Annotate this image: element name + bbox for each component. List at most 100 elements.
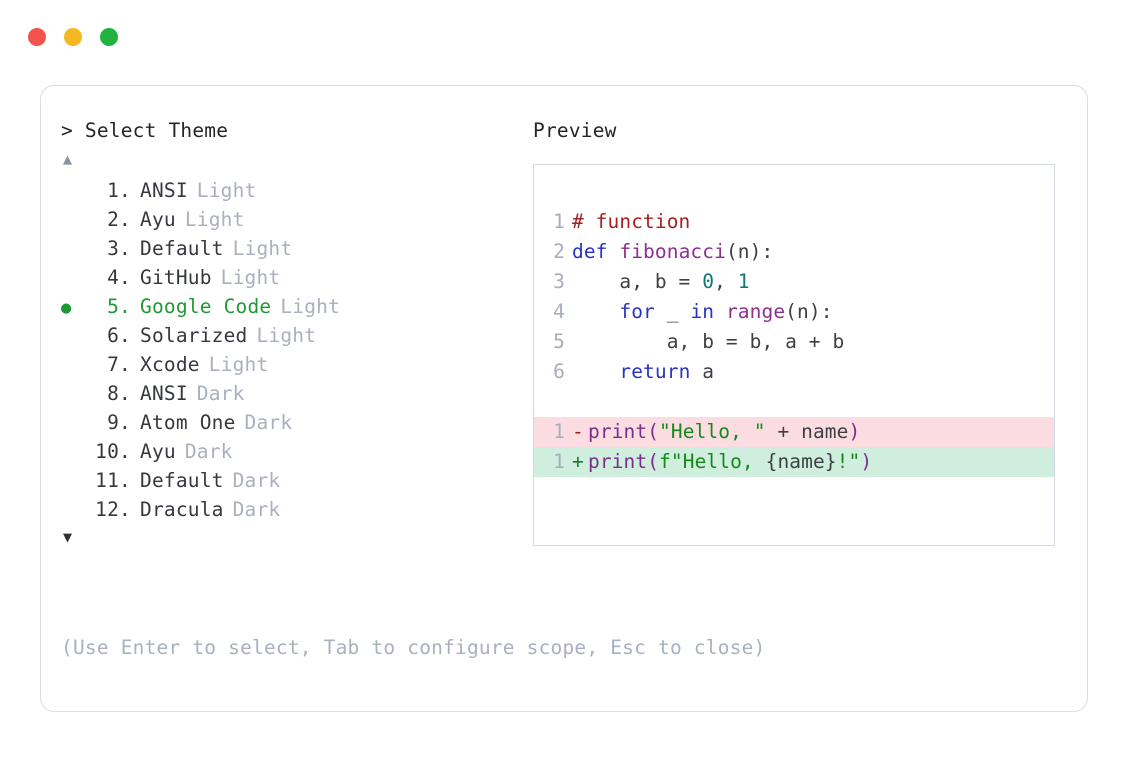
- maximize-button[interactable]: [100, 28, 118, 46]
- theme-item-name: ANSI: [140, 179, 188, 202]
- theme-item-variant: Dark: [232, 498, 281, 521]
- diff-plus-sign: +: [572, 450, 584, 473]
- theme-list-item[interactable]: 9. Atom One Dark: [61, 408, 531, 437]
- minimize-button[interactable]: [64, 28, 82, 46]
- line-number: 1: [553, 210, 565, 233]
- theme-list-item[interactable]: 7. Xcode Light: [61, 350, 531, 379]
- code-token: (: [647, 450, 660, 473]
- theme-item-variant: Dark: [244, 411, 293, 434]
- code-content: def fibonacci(n):: [572, 237, 773, 267]
- code-line: 4 for _ in range(n):: [534, 297, 1054, 327]
- code-spacer: [534, 387, 1054, 417]
- code-content: print(f"Hello, {name}!"): [588, 447, 872, 477]
- code-token: for: [619, 300, 655, 323]
- code-content: return a: [572, 357, 714, 387]
- theme-item-variant: Light: [256, 324, 317, 347]
- code-token: return: [619, 360, 691, 383]
- theme-item-number: 6.: [107, 324, 131, 347]
- code-token: in: [690, 300, 715, 323]
- code-token: [714, 300, 726, 323]
- theme-item-name: Xcode: [140, 353, 200, 376]
- theme-item-number: 3.: [107, 237, 131, 260]
- line-number: 6: [553, 360, 565, 383]
- theme-item-name: Solarized: [140, 324, 248, 347]
- theme-item-number: 7.: [107, 353, 131, 376]
- code-token: fibonacci: [619, 240, 726, 263]
- theme-item-number: 9.: [107, 411, 131, 434]
- line-number: 5: [553, 330, 565, 353]
- code-token: 1: [737, 270, 750, 293]
- code-line: 1 # function: [534, 207, 1054, 237]
- code-token: (: [647, 420, 660, 443]
- scroll-down-icon[interactable]: ▼: [63, 528, 73, 546]
- theme-item-variant: Light: [196, 179, 257, 202]
- theme-item-name: ANSI: [140, 382, 188, 405]
- theme-item-variant: Light: [220, 266, 281, 289]
- theme-list-item[interactable]: 4. GitHub Light: [61, 263, 531, 292]
- theme-item-number: 8.: [107, 382, 131, 405]
- code-token: 0: [702, 270, 715, 293]
- diff-removed-line: 1-print("Hello, " + name): [534, 417, 1054, 447]
- close-button[interactable]: [28, 28, 46, 46]
- theme-list-item[interactable]: ● 5. Google Code Light: [61, 292, 531, 321]
- code-token: ): [848, 420, 861, 443]
- code-token: {name}: [765, 450, 837, 473]
- prompt-line: > Select Theme: [61, 116, 531, 146]
- theme-list-item[interactable]: 1. ANSI Light: [61, 176, 531, 205]
- line-number: 4: [553, 300, 565, 323]
- code-token: f"Hello,: [659, 450, 766, 473]
- theme-item-number: 4.: [107, 266, 131, 289]
- code-token: [572, 360, 619, 383]
- theme-item-number: 1.: [107, 179, 131, 202]
- code-content: for _ in range(n):: [572, 297, 833, 327]
- theme-item-name: Google Code: [140, 295, 272, 318]
- code-token: range: [725, 300, 786, 323]
- line-number: 3: [553, 270, 565, 293]
- theme-item-variant: Light: [280, 295, 341, 318]
- code-token: a: [690, 360, 715, 383]
- line-number: 1: [553, 450, 565, 473]
- code-token: [572, 300, 619, 323]
- selected-bullet-icon: ●: [61, 298, 72, 318]
- theme-item-variant: Light: [208, 353, 269, 376]
- code-token: print: [588, 450, 648, 473]
- code-token: ): [860, 450, 873, 473]
- theme-item-variant: Dark: [184, 440, 233, 463]
- page-title: Select Theme: [84, 119, 229, 142]
- theme-item-name: Ayu: [140, 440, 176, 463]
- line-number: 1: [553, 420, 565, 443]
- theme-item-name: GitHub: [140, 266, 212, 289]
- theme-list-item[interactable]: 8. ANSI Dark: [61, 379, 531, 408]
- theme-item-number: 11.: [95, 469, 131, 492]
- code-token: + name: [765, 420, 849, 443]
- code-token: print: [588, 420, 648, 443]
- theme-item-name: Default: [140, 237, 224, 260]
- theme-item-name: Ayu: [140, 208, 176, 231]
- code-content: print("Hello, " + name): [588, 417, 860, 447]
- theme-item-variant: Dark: [196, 382, 245, 405]
- window-titlebar: [28, 28, 118, 46]
- code-token: # function: [572, 210, 691, 233]
- theme-item-number: 5.: [107, 295, 131, 318]
- scroll-up-icon[interactable]: ▲: [63, 150, 73, 168]
- code-line: 6 return a: [534, 357, 1054, 387]
- code-token: _: [654, 300, 691, 323]
- theme-item-name: Dracula: [140, 498, 224, 521]
- theme-list-item[interactable]: 6. Solarized Light: [61, 321, 531, 350]
- code-token: def: [572, 240, 620, 263]
- code-token: (n):: [725, 240, 774, 263]
- code-token: "Hello, ": [659, 420, 766, 443]
- theme-item-name: Atom One: [140, 411, 236, 434]
- code-content: a, b = b, a + b: [572, 327, 845, 357]
- diff-minus-sign: -: [572, 420, 584, 443]
